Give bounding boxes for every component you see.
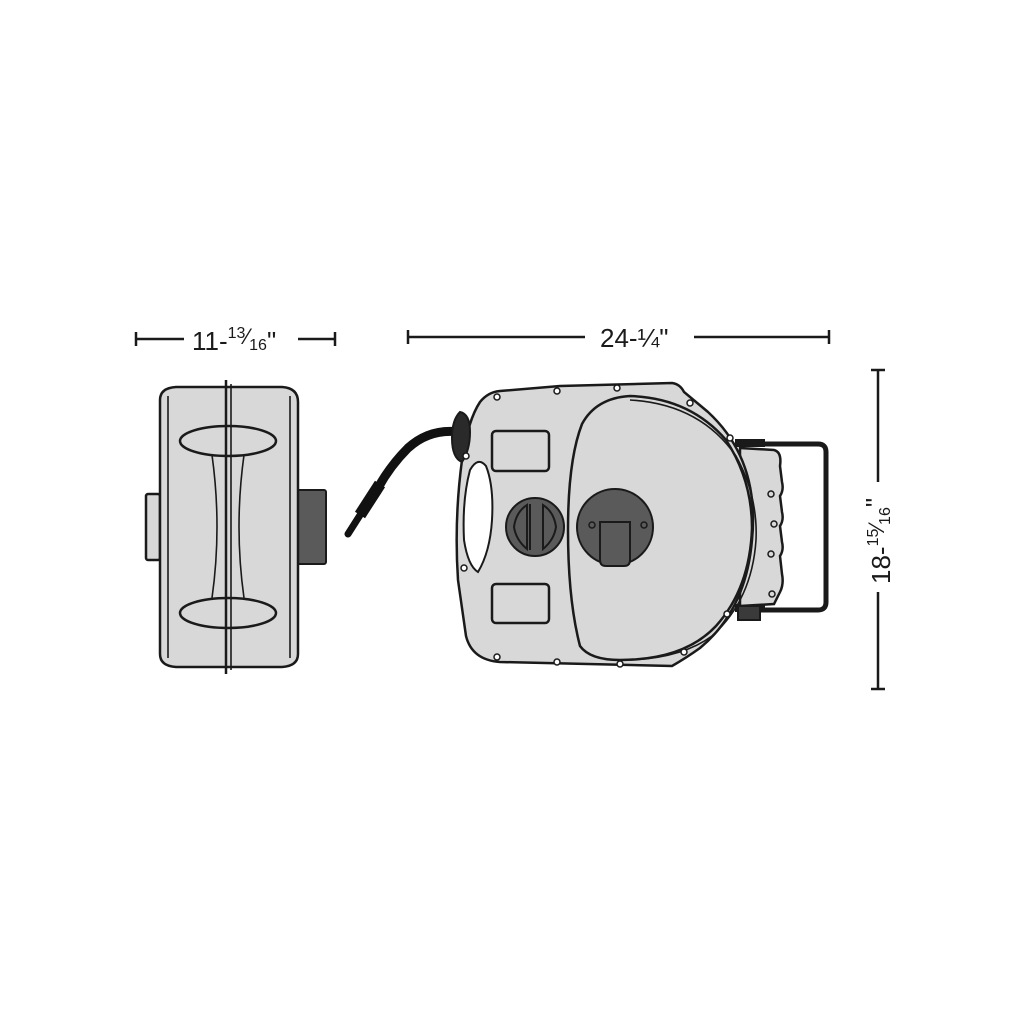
width-dimension: 24-¼" [406,323,831,353]
side-housing [158,385,300,669]
depth-label-main: 11- [192,326,228,356]
drum-cover [566,394,754,662]
screw-4 [686,399,694,407]
hub-bolt-left [588,521,596,529]
hub-bolt-right [640,521,648,529]
screw-9 [553,658,561,666]
height-label-numerator: 15 [865,529,882,547]
side-bottom-handle [178,596,278,630]
side-top-handle [178,424,278,458]
side-left-tab [144,492,162,562]
hose [344,426,465,538]
side-waist-right [238,454,245,599]
height-dimension: 18-15⁄16" [860,368,896,691]
width-label: 24-¼" [600,323,669,353]
hose-guide [450,410,472,464]
perimeter-screws [460,384,734,668]
rib-bolt-2 [770,520,778,528]
side-view-reel [144,380,327,674]
depth-label-denominator: 16 [249,337,267,354]
hose-nozzle [344,508,366,538]
screw-5 [726,434,734,442]
side-waist-left [211,454,218,599]
height-label-main: 18- [866,546,896,584]
rib-bolt-4 [768,590,776,598]
screw-3 [613,384,621,392]
bracket-top-clamp [735,439,765,447]
height-label-unit: " [860,498,890,507]
bottom-fitting [737,605,761,621]
screw-8 [493,653,501,661]
left-knob-grip-right [542,503,558,552]
rib-bolt-3 [767,550,775,558]
screw-2 [553,387,561,395]
depth-label-unit: " [267,326,276,356]
height-label: 18-15⁄16" [860,498,896,584]
hose-body [373,426,465,493]
drum-cover-rim [629,399,757,661]
front-view-reel [450,381,829,668]
hub-lock-tab [599,521,631,567]
depth-label-numerator: 13 [228,325,246,342]
screw-1 [493,393,501,401]
lower-label-panel [490,582,551,625]
depth-dimension: 11-13⁄16" [134,324,337,356]
left-knob-grip-left [512,503,528,552]
screw-6 [462,452,470,460]
screw-12 [723,610,731,618]
front-handle-cutout [462,460,494,574]
screw-10 [616,660,624,668]
screw-7 [460,564,468,572]
height-label-denominator: 16 [877,507,894,525]
rib-bolt-1 [767,490,775,498]
depth-label: 11-13⁄16" [192,324,276,356]
screw-11 [680,648,688,656]
upper-label-panel [490,429,551,473]
mounting-bracket [748,441,829,613]
